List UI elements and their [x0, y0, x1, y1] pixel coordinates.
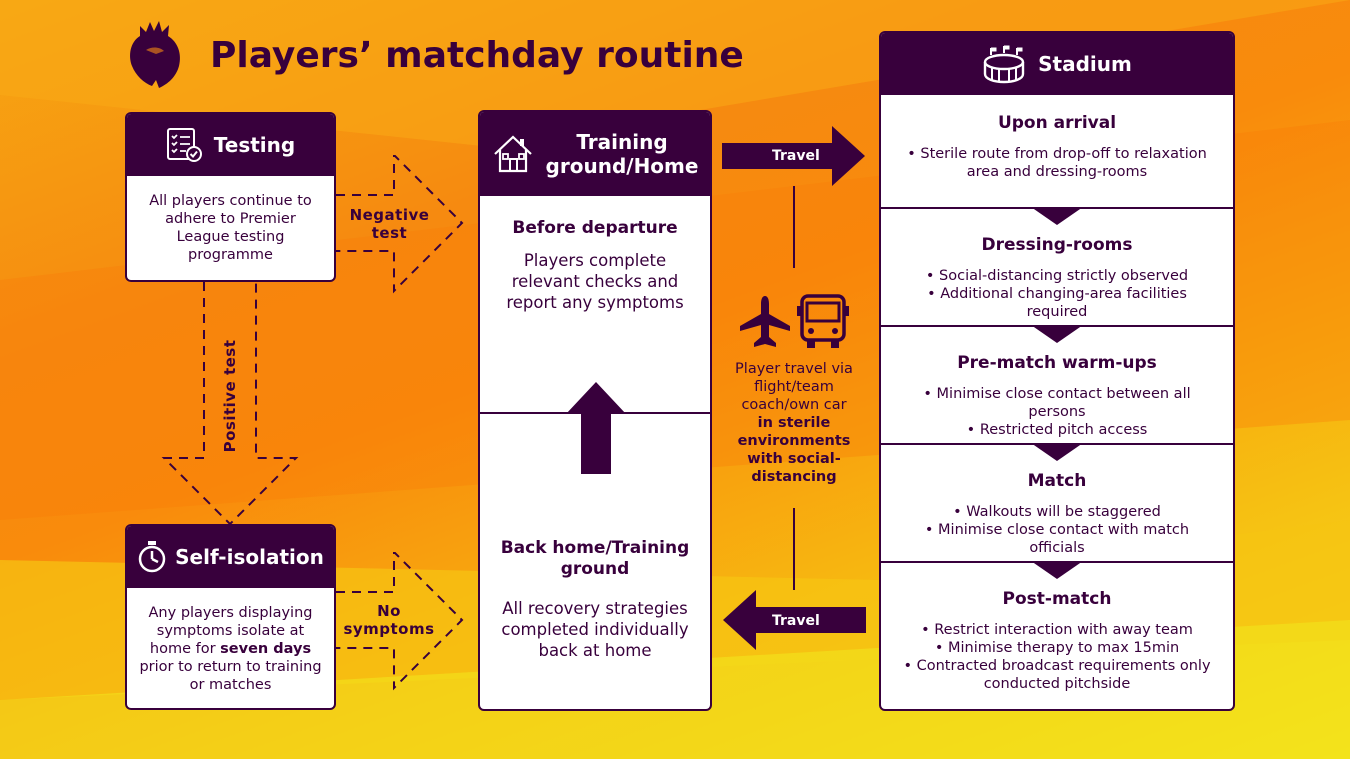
stadium-section-item: Social-distancing strictly observed	[895, 267, 1219, 285]
stadium-section-item: Additional changing-area facilities requ…	[895, 285, 1219, 321]
negative-test-label: Negative test	[342, 206, 437, 242]
stadium-section: Dressing-roomsSocial-distancing strictly…	[881, 207, 1233, 325]
stadium-section-item: Minimise close contact between all perso…	[895, 385, 1219, 421]
section-divider-arrow	[1031, 443, 1083, 461]
negative-test-arrow	[336, 155, 464, 294]
travel-info: Player travel via flight/team coach/own …	[728, 360, 860, 486]
section-divider-arrow	[1031, 561, 1083, 579]
stadium-section-list: Walkouts will be staggeredMinimise close…	[881, 503, 1233, 557]
self-isolation-body: Any players displaying symptoms isolate …	[127, 588, 334, 694]
travel-info-plain: Player travel via flight/team coach/own …	[735, 361, 853, 413]
section-divider-arrow	[1031, 207, 1083, 225]
self-isolation-heading: Self-isolation	[175, 545, 324, 569]
back-home-body: All recovery strategies completed indivi…	[501, 599, 689, 660]
airplane-icon	[738, 294, 792, 348]
stadium-section-list: Minimise close contact between all perso…	[881, 385, 1233, 439]
training-ground-heading: Training ground/Home	[546, 130, 699, 178]
stadium-section: Post-matchRestrict interaction with away…	[881, 561, 1233, 707]
testing-panel: Testing All players continue to adhere t…	[125, 112, 336, 282]
stadium-section-title: Upon arrival	[997, 113, 1117, 133]
stadium-panel: Stadium Upon arrivalSterile route from d…	[879, 31, 1235, 711]
travel-info-bold: in sterile environments with social-dist…	[737, 415, 851, 485]
travel-back-arrow	[723, 590, 866, 650]
self-isolation-body-pre: Any players displaying symptoms isolate …	[148, 605, 313, 657]
back-home-title: Back home/Training ground	[500, 538, 690, 579]
stadium-section-title: Dressing-rooms	[981, 235, 1133, 255]
premier-league-lion-icon	[126, 20, 182, 90]
no-symptoms-arrow	[336, 552, 464, 691]
negative-test-label-line1: Negative	[349, 206, 430, 224]
house-icon	[492, 133, 534, 175]
page-title: Players’ matchday routine	[210, 35, 744, 76]
negative-test-label-line2: test	[371, 224, 408, 242]
stadium-section-list: Restrict interaction with away teamMinim…	[881, 621, 1233, 693]
positive-test-label: Positive test	[221, 339, 239, 453]
training-ground-heading-line2: ground/Home	[545, 154, 699, 178]
stadium-heading: Stadium	[1038, 52, 1132, 76]
stadium-section-item: Minimise close contact with match offici…	[895, 521, 1219, 557]
stadium-icon	[982, 44, 1026, 84]
section-divider-arrow	[1031, 325, 1083, 343]
before-departure-body: Players complete relevant checks and rep…	[506, 251, 684, 312]
stadium-section-item: Restrict interaction with away team	[895, 621, 1219, 639]
self-isolation-body-bold: seven days	[220, 641, 312, 657]
training-ground-header: Training ground/Home	[480, 112, 710, 196]
stadium-section-title: Pre-match warm-ups	[957, 353, 1157, 373]
training-ground-panel: Training ground/Home Before departure Pl…	[478, 110, 712, 711]
stadium-sections: Upon arrivalSterile route from drop-off …	[881, 95, 1233, 707]
stadium-section-title: Post-match	[1002, 589, 1112, 609]
stadium-section-item: Restricted pitch access	[895, 421, 1219, 439]
stadium-section-item: Walkouts will be staggered	[895, 503, 1219, 521]
training-ground-heading-line1: Training	[576, 130, 668, 154]
testing-heading: Testing	[213, 133, 296, 157]
stadium-section: Upon arrivalSterile route from drop-off …	[881, 95, 1233, 207]
stadium-section-list: Sterile route from drop-off to relaxatio…	[881, 145, 1233, 181]
travel-out-label: Travel	[772, 148, 820, 164]
stadium-section-item: Sterile route from drop-off to relaxatio…	[895, 145, 1219, 181]
travel-out-arrow	[722, 126, 865, 186]
up-arrow	[564, 380, 628, 476]
connector-line-bottom	[793, 508, 795, 590]
stadium-section: MatchWalkouts will be staggeredMinimise …	[881, 443, 1233, 561]
stopwatch-icon	[137, 540, 167, 574]
testing-body: All players continue to adhere to Premie…	[149, 193, 312, 263]
before-departure-title: Before departure	[512, 218, 678, 238]
connector-line-top	[793, 186, 795, 268]
no-symptoms-label-line1: No	[377, 602, 401, 620]
stadium-section-list: Social-distancing strictly observedAddit…	[881, 267, 1233, 321]
travel-back-label: Travel	[772, 613, 820, 629]
stadium-section: Pre-match warm-upsMinimise close contact…	[881, 325, 1233, 443]
stadium-section-title: Match	[1027, 471, 1087, 491]
bus-icon	[796, 294, 850, 350]
testing-header: Testing	[127, 114, 334, 176]
checklist-icon	[166, 127, 202, 163]
stadium-section-item: Contracted broadcast requirements only c…	[895, 657, 1219, 693]
no-symptoms-label-line2: symptoms	[343, 620, 435, 638]
self-isolation-panel: Self-isolation Any players displaying sy…	[125, 524, 336, 710]
self-isolation-header: Self-isolation	[127, 526, 334, 588]
stadium-section-item: Minimise therapy to max 15min	[895, 639, 1219, 657]
stadium-header: Stadium	[881, 33, 1233, 95]
self-isolation-body-post: prior to return to training or matches	[139, 659, 322, 693]
no-symptoms-label: No symptoms	[340, 602, 438, 638]
